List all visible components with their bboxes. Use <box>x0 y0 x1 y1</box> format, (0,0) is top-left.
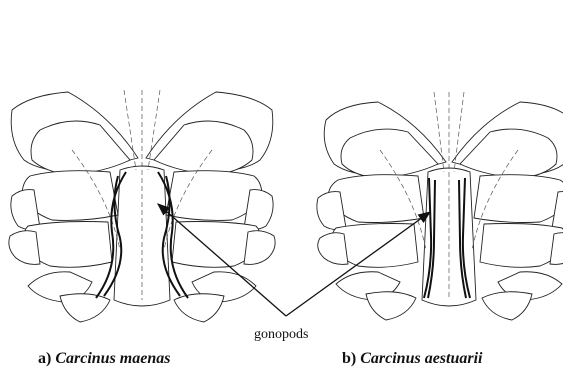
panel-a-caption: a)Carcinus maenas <box>38 350 170 368</box>
gonopods-label: gonopods <box>254 327 308 343</box>
panel-a-letter: a) <box>38 350 51 367</box>
panel-a-species: Carcinus maenas <box>55 350 170 367</box>
panel-b-species: Carcinus aestuarii <box>360 350 482 367</box>
panel-b-caption: b)Carcinus aestuarii <box>342 350 483 368</box>
panel-b-letter: b) <box>342 350 356 367</box>
crab-abdomen-drawing-aestuarii <box>317 92 563 320</box>
crab-abdomen-drawing-maenas <box>9 90 275 322</box>
